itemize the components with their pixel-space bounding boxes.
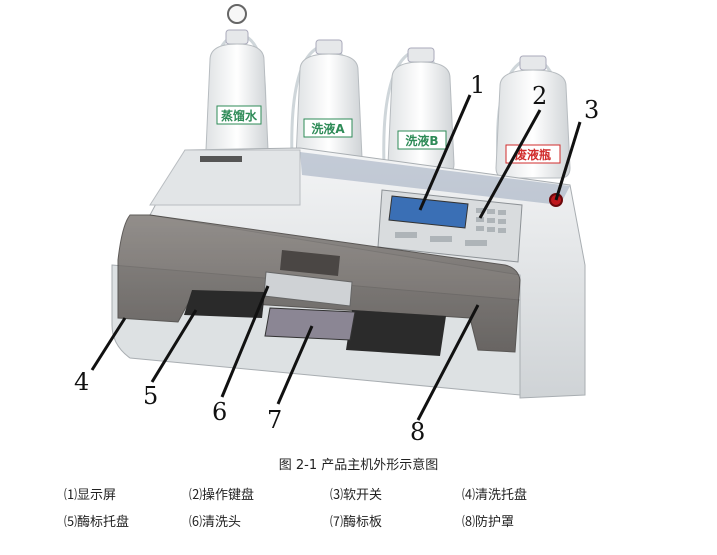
callout-numbers: 1 2 3 4 5 6 7 8	[74, 71, 599, 446]
legend-item-display: ⑴显示屏	[64, 488, 117, 503]
legend-item-elisa-plate: ⑺酶标板	[330, 515, 383, 530]
elisa-tray	[184, 290, 265, 318]
bottle-label-distilled-water: 蒸馏水	[221, 108, 258, 123]
wash-head	[263, 271, 353, 307]
legend-item-elisa-tray: ⑸酶标托盘	[64, 515, 130, 530]
callout-3: 3	[584, 96, 599, 124]
bottle-label-waste: 废液瓶	[515, 147, 551, 162]
elisa-plate	[264, 307, 356, 341]
legend-item-soft-switch: ⑶软开关	[330, 488, 383, 503]
callout-7: 7	[267, 406, 282, 434]
legend-item-wash-head: ⑹清洗头	[189, 515, 242, 530]
keypad	[395, 208, 506, 246]
display-screen	[388, 195, 469, 229]
brand-logo	[200, 156, 242, 162]
callout-2: 2	[532, 82, 547, 110]
callout-5: 5	[143, 382, 158, 410]
bottle-wash-b: 洗液B	[387, 47, 455, 175]
bottle-distilled-water: 蒸馏水	[205, 4, 269, 161]
product-figure: 蒸馏水 洗液A 洗液B 废液瓶	[74, 4, 599, 446]
callout-4: 4	[74, 368, 89, 396]
legend-item-keypad: ⑵操作键盘	[189, 488, 255, 503]
callout-1: 1	[470, 71, 485, 99]
trays	[184, 250, 446, 356]
figure-caption: 图 2-1 产品主机外形示意图	[278, 458, 439, 473]
wash-tray	[346, 310, 446, 356]
legend-item-wash-tray: ⑷清洗托盘	[462, 488, 528, 503]
bottle-waste: 废液瓶	[495, 55, 571, 179]
bottle-wash-a: 洗液A	[295, 39, 363, 169]
bottle-label-wash-b: 洗液B	[405, 133, 438, 148]
callout-lines	[90, 94, 582, 421]
callout-6: 6	[212, 398, 227, 426]
pressure-gauge-icon	[227, 4, 247, 24]
callout-8: 8	[410, 418, 425, 446]
bottle-label-wash-a: 洗液A	[311, 121, 345, 136]
legend-item-protective-cover: ⑻防护罩	[462, 515, 515, 530]
